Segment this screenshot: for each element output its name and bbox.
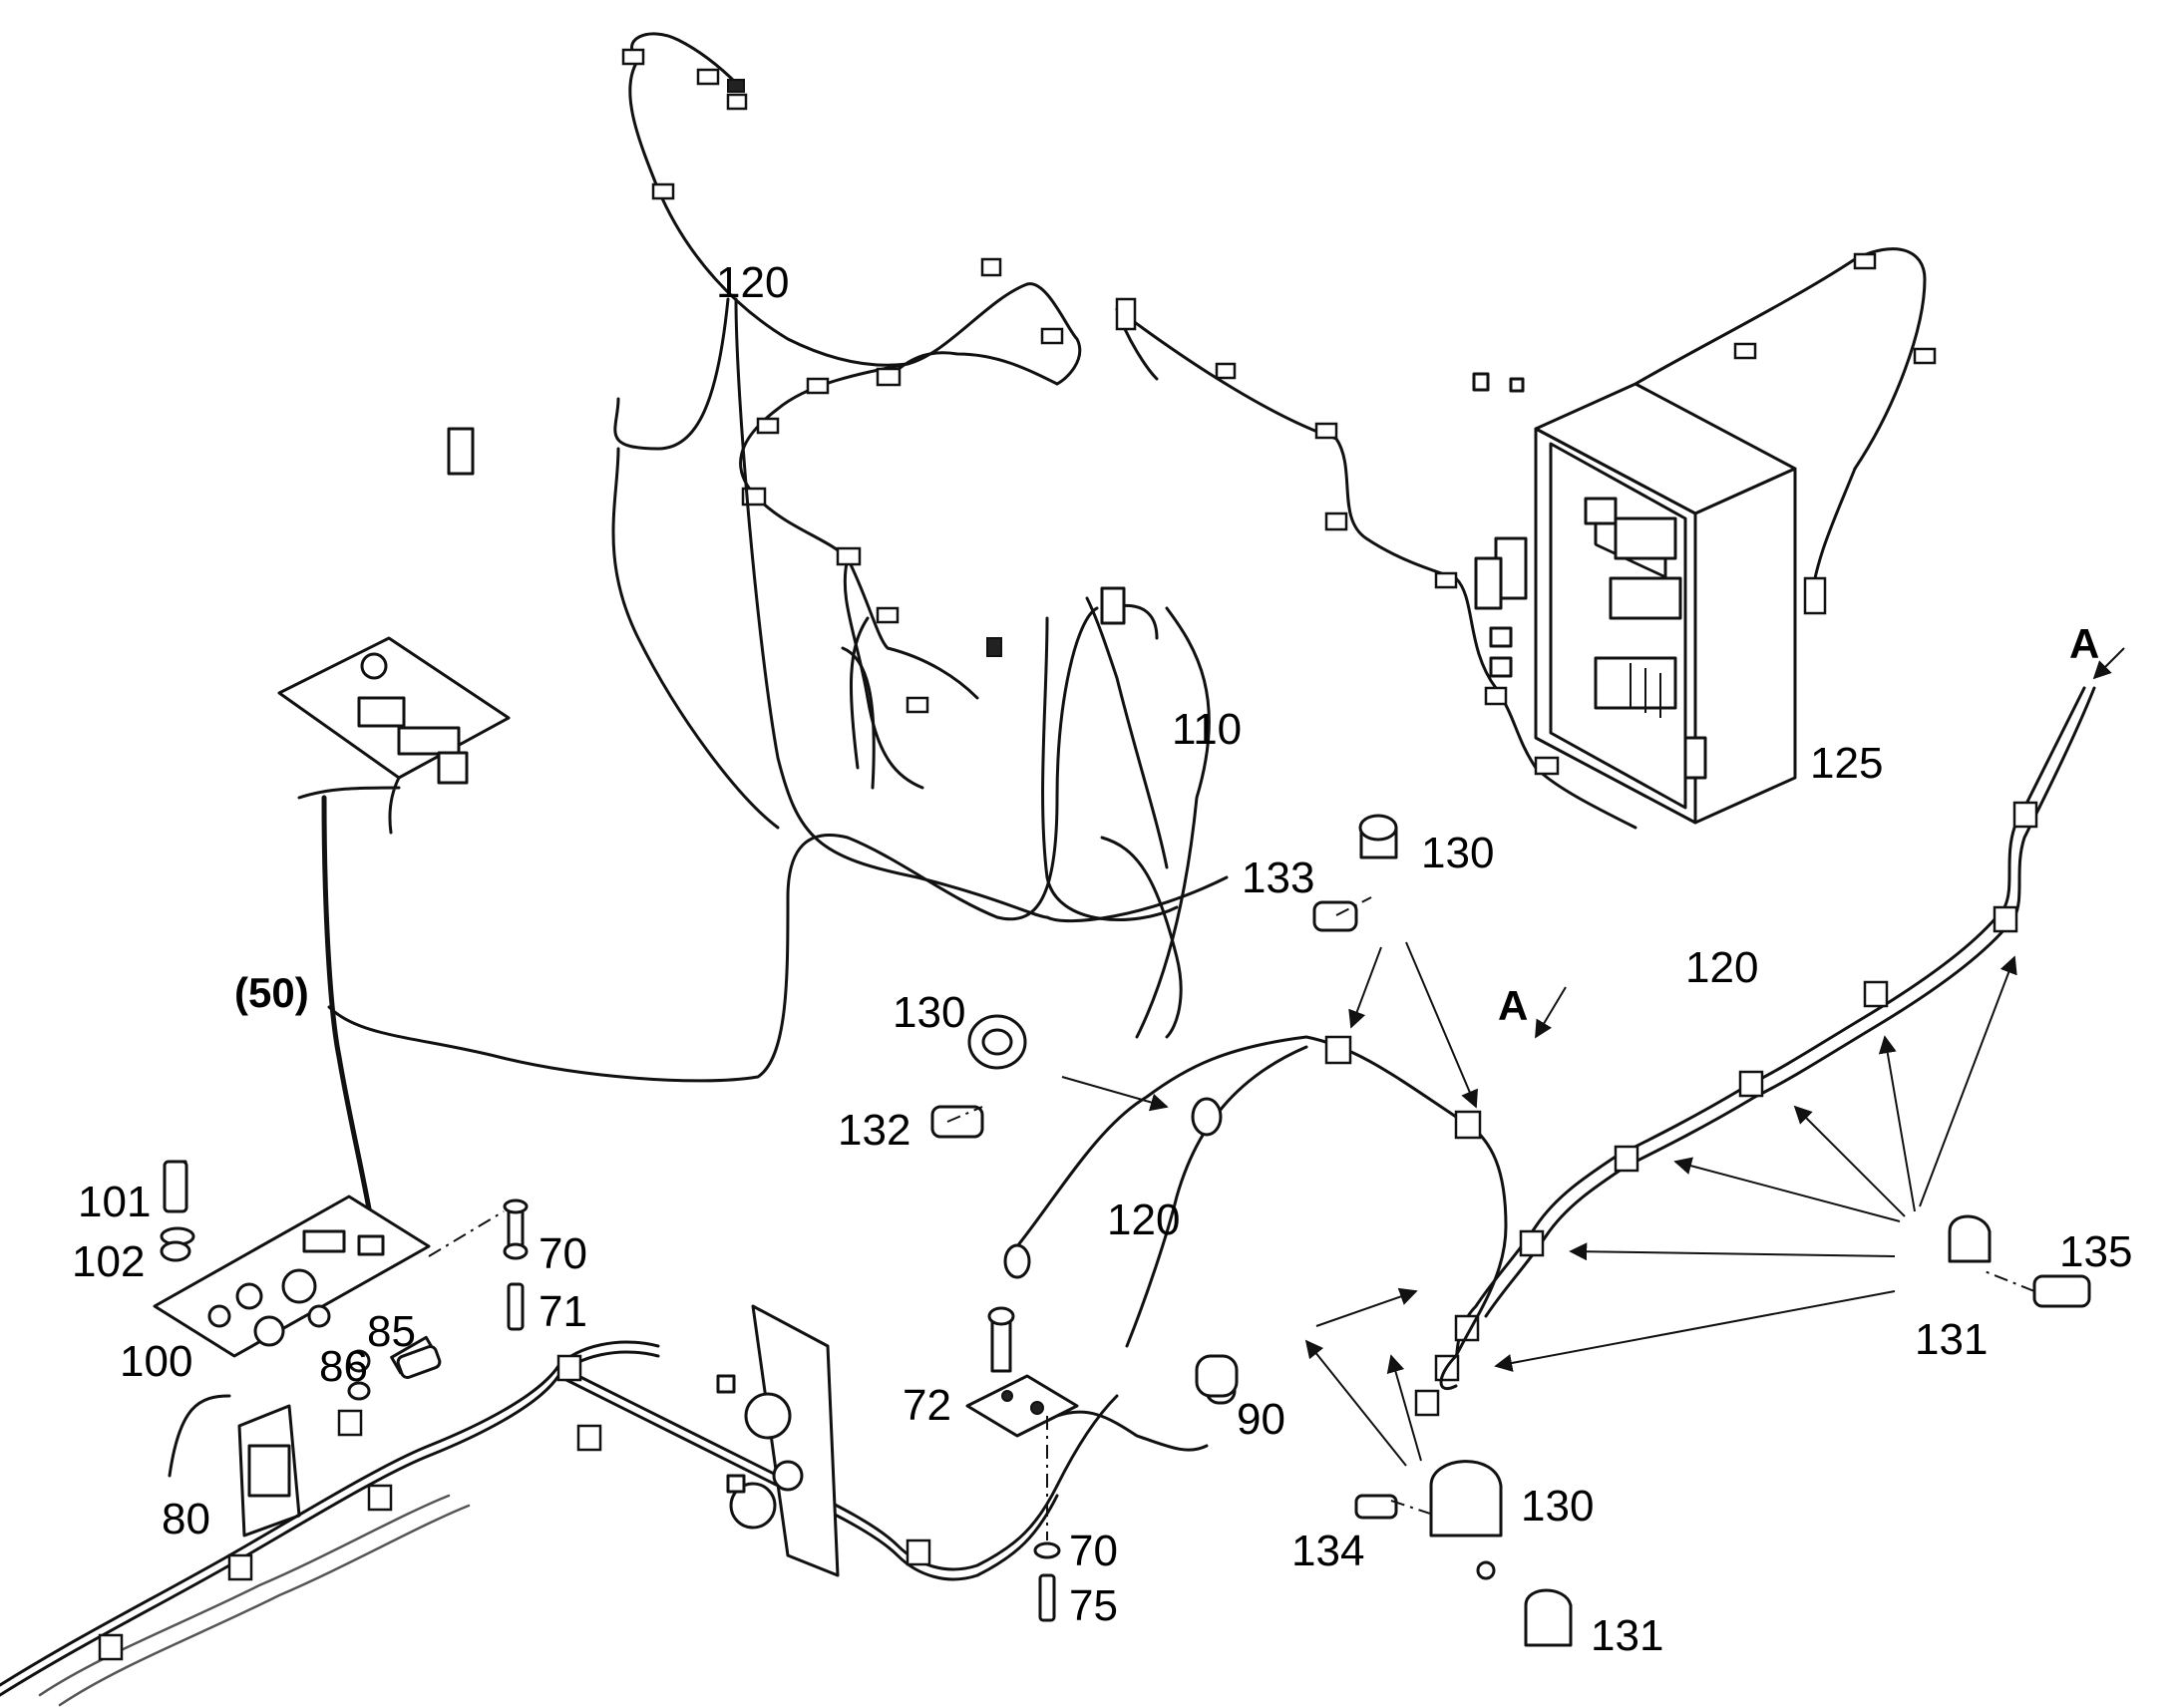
terminal-72 — [965, 1306, 1079, 1438]
harness-120-center — [1003, 1035, 1508, 1391]
label-100: 100 — [120, 1337, 192, 1386]
label-130-mid: 130 — [893, 988, 965, 1037]
label-120-top: 120 — [716, 258, 789, 307]
label-80: 80 — [162, 1495, 210, 1543]
panel-50 — [277, 447, 1099, 1239]
label-102: 102 — [72, 1237, 145, 1286]
label-132: 132 — [838, 1106, 910, 1155]
label-70-bottom: 70 — [1069, 1527, 1118, 1575]
callout-labels: 120 110 125 A A 120 133 130 130 132 (50)… — [72, 258, 2132, 1660]
loose-parts — [160, 814, 2091, 1647]
plate-100 — [153, 1160, 529, 1375]
label-85: 85 — [367, 1307, 416, 1356]
label-130-bottom: 130 — [1521, 1482, 1594, 1531]
label-133: 133 — [1242, 854, 1314, 902]
harness-120-upper — [621, 32, 1637, 830]
label-70-top: 70 — [539, 1229, 587, 1278]
label-131-bottom: 131 — [1591, 1611, 1663, 1660]
label-86: 86 — [319, 1342, 368, 1391]
assembly-lines — [428, 896, 2035, 1540]
label-135: 135 — [2059, 1227, 2132, 1276]
label-120-right: 120 — [1685, 943, 1758, 992]
label-a-right: A — [2069, 620, 2099, 667]
control-box-125 — [1472, 247, 1937, 825]
leader-arrows — [1061, 647, 2125, 1467]
label-134: 134 — [1291, 1527, 1364, 1575]
label-125: 125 — [1810, 739, 1883, 788]
label-130-top: 130 — [1421, 829, 1494, 877]
relay-80 — [168, 1394, 301, 1537]
label-131-right: 131 — [1915, 1315, 1988, 1364]
label-a-mid: A — [1498, 982, 1528, 1029]
bottom-harness — [0, 1304, 1237, 1707]
harness-120-right — [1414, 686, 2096, 1417]
label-71: 71 — [539, 1287, 587, 1336]
label-110: 110 — [1172, 705, 1242, 754]
label-90: 90 — [1237, 1395, 1285, 1444]
label-101: 101 — [78, 1178, 151, 1226]
label-75: 75 — [1069, 1581, 1118, 1630]
label-120-mid: 120 — [1107, 1196, 1180, 1244]
label-72: 72 — [903, 1381, 951, 1430]
label-50: (50) — [234, 969, 309, 1016]
harness-110 — [447, 297, 1229, 1039]
